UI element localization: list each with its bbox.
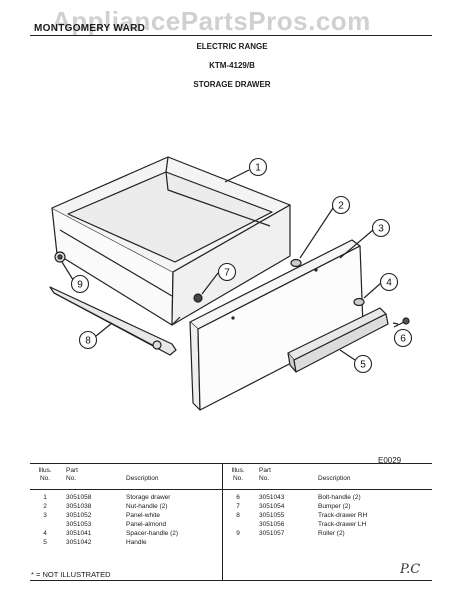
part-no: 3051041 xyxy=(66,530,92,537)
table-row: 8 3051055 Track-drawer RH xyxy=(227,511,367,520)
header-section: STORAGE DRAWER xyxy=(193,80,271,89)
table-row: 1 3051058 Storage drawer xyxy=(34,493,178,502)
footnote: * = NOT ILLUSTRATED xyxy=(31,570,111,579)
right-header-desc: Description xyxy=(318,475,351,482)
part-no: 3051038 xyxy=(66,503,92,510)
callout-4-label: 4 xyxy=(386,278,392,289)
exploded-parts-diagram: 1 2 3 4 5 6 7 8 9 xyxy=(49,156,413,411)
part-description: Handle xyxy=(126,539,147,546)
table-row: 3 3051052 Panel-white xyxy=(34,511,178,520)
callout-6-label: 6 xyxy=(400,334,406,345)
callout-7: 7 xyxy=(217,262,237,282)
left-header-desc: Description xyxy=(126,475,159,482)
top-rule xyxy=(30,35,432,36)
callout-1-label: 1 xyxy=(255,163,261,174)
part-description: Spacer-handle (2) xyxy=(126,530,179,537)
table-row: 9 3051057 Roller (2) xyxy=(227,529,367,538)
callout-5-label: 5 xyxy=(360,360,366,371)
right-header-illus: Illus. No. xyxy=(231,467,245,482)
illus-no xyxy=(227,520,249,529)
part-no: 3051056 xyxy=(259,521,285,528)
part-description: Panel-white xyxy=(126,512,160,519)
illus-no: 6 xyxy=(236,494,240,501)
header-model: KTM-4129/B xyxy=(209,61,255,70)
illus-no xyxy=(34,520,56,529)
part-description: Track-drawer RH xyxy=(318,512,368,519)
right-parts-table: 6 3051043 Bolt-handle (2) 7 3051054 Bump… xyxy=(227,493,367,538)
table-bottom-rule xyxy=(30,580,432,581)
table-top-rule xyxy=(30,463,432,464)
header-title: ELECTRIC RANGE xyxy=(196,42,268,51)
part-no: 3051052 xyxy=(66,512,92,519)
callout-2-label: 2 xyxy=(338,201,344,212)
table-row: 7 3051054 Bumper (2) xyxy=(227,502,367,511)
callout-5: 5 xyxy=(353,354,373,374)
callout-1: 1 xyxy=(248,157,268,177)
table-center-divider xyxy=(222,463,223,580)
illus-no: 4 xyxy=(43,530,47,537)
callout-4: 4 xyxy=(379,272,399,292)
brand-name: MONTGOMERY WARD xyxy=(34,23,146,34)
front-panel-part xyxy=(189,239,364,411)
part-no: 3051055 xyxy=(259,512,285,519)
table-row: 3051056 Track-drawer LH xyxy=(227,520,367,529)
callout-9: 9 xyxy=(70,274,90,294)
nut-part xyxy=(290,258,302,268)
table-row: 4 3051041 Spacer-handle (2) xyxy=(34,529,178,538)
part-no: 3051053 xyxy=(66,521,92,528)
part-no: 3051042 xyxy=(66,539,92,546)
part-description: Track-drawer LH xyxy=(318,521,367,528)
part-description: Bumper (2) xyxy=(318,503,351,510)
table-row: 2 3051038 Nut-handle (2) xyxy=(34,502,178,511)
callout-9-label: 9 xyxy=(77,280,83,291)
callout-7-label: 7 xyxy=(224,268,230,279)
table-row: 3051053 Panel-almond xyxy=(34,520,178,529)
callout-2: 2 xyxy=(331,195,351,215)
left-parts-table: 1 3051058 Storage drawer 2 3051038 Nut-h… xyxy=(34,493,178,547)
illus-no: 5 xyxy=(43,539,47,546)
callout-8-label: 8 xyxy=(85,336,91,347)
callout-3-label: 3 xyxy=(378,224,384,235)
callout-8: 8 xyxy=(78,330,98,350)
illus-no: 8 xyxy=(236,512,240,519)
watermark: AppliancePartsPros.com xyxy=(52,6,371,36)
left-header-part: Part No. xyxy=(66,467,78,482)
part-description: Storage drawer xyxy=(126,494,171,501)
handle-part xyxy=(287,307,389,373)
left-header-illus: Illus. No. xyxy=(38,467,52,482)
right-header-part: Part No. xyxy=(259,467,271,482)
handwritten-initials: P.C xyxy=(400,562,421,577)
part-description: Bolt-handle (2) xyxy=(318,494,361,501)
roller-part xyxy=(54,251,66,263)
part-description: Roller (2) xyxy=(318,530,345,537)
part-no: 3051058 xyxy=(66,494,92,501)
callout-6: 6 xyxy=(393,328,413,348)
spacer-part xyxy=(353,297,365,307)
illus-no: 3 xyxy=(43,512,47,519)
table-row: 5 3051042 Handle xyxy=(34,538,178,547)
illus-no: 1 xyxy=(43,494,47,501)
part-no: 3051054 xyxy=(259,503,285,510)
bumper-part xyxy=(193,293,203,303)
table-header-rule xyxy=(30,489,432,490)
diagram-code: E0029 xyxy=(378,456,402,465)
part-description: Nut-handle (2) xyxy=(126,503,168,510)
illus-no: 2 xyxy=(43,503,47,510)
part-no: 3051057 xyxy=(259,530,285,537)
part-no: 3051043 xyxy=(259,494,285,501)
callout-3: 3 xyxy=(371,218,391,238)
part-description: Panel-almond xyxy=(126,521,167,528)
drawer-track-part xyxy=(49,286,177,356)
illus-no: 7 xyxy=(236,503,240,510)
table-row: 6 3051043 Bolt-handle (2) xyxy=(227,493,367,502)
bolt-part xyxy=(393,317,410,328)
illus-no: 9 xyxy=(236,530,240,537)
